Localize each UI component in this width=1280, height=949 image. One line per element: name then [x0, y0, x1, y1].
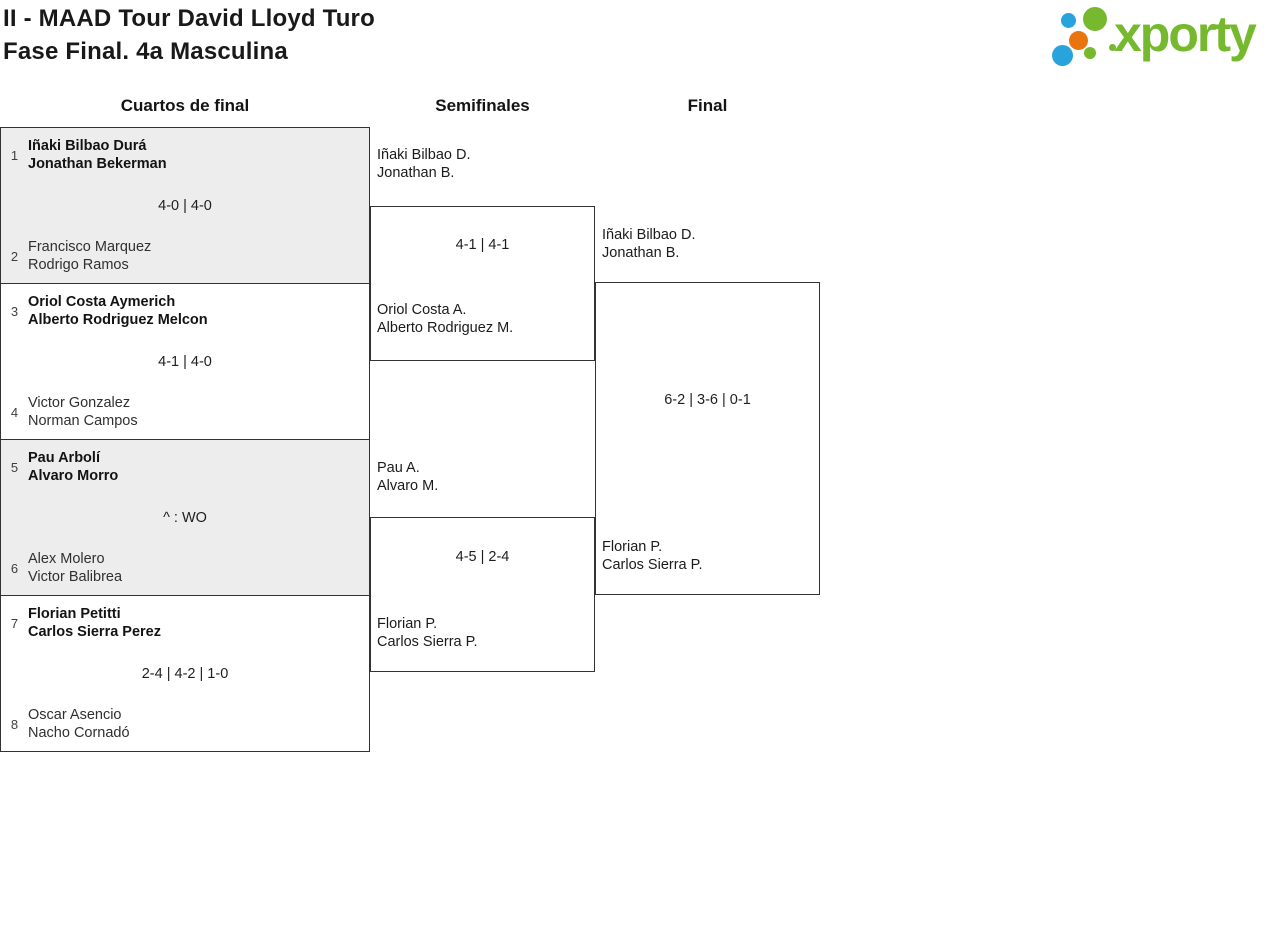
match-quarterfinal-2[interactable]: 3 Oriol Costa Aymerich Alberto Rodriguez…: [0, 283, 370, 440]
match-score: 6-2 | 3-6 | 0-1: [664, 392, 751, 408]
logo-dot-icon: [1083, 7, 1107, 31]
match-semifinal-1[interactable]: [370, 206, 595, 361]
player-name: Nacho Cornadó: [28, 725, 130, 741]
player-name: Carlos Sierra P.: [602, 557, 703, 573]
match-score: 4-0 | 4-0: [158, 197, 212, 214]
seed-number: 7: [10, 615, 19, 631]
team-row: 5 Pau Arbolí Alvaro Morro: [1, 449, 369, 485]
match-score: 4-5 | 2-4: [455, 549, 510, 565]
phase-category: Fase Final. 4a Masculina: [3, 38, 288, 65]
team-names: Florian Petitti Carlos Sierra Perez: [28, 605, 161, 641]
seed-number: 5: [10, 459, 19, 475]
team-names: Iñaki Bilbao Durá Jonathan Bekerman: [28, 137, 167, 173]
team-names: Alex Molero Victor Balibrea: [28, 550, 122, 586]
tournament-name: II - MAAD Tour David Lloyd Turo: [3, 5, 375, 32]
player-name: Alex Molero: [28, 551, 105, 567]
player-name: Rodrigo Ramos: [28, 257, 129, 273]
player-name: Oscar Asencio: [28, 707, 122, 723]
team-row: 7 Florian Petitti Carlos Sierra Perez: [1, 605, 369, 641]
player-name: Iñaki Bilbao Durá: [28, 138, 147, 154]
team-names: Oriol Costa A. Alberto Rodriguez M.: [377, 301, 513, 337]
player-name: Victor Balibrea: [28, 569, 123, 585]
round-header-final: Final: [687, 96, 728, 115]
team-names: Iñaki Bilbao D. Jonathan B.: [377, 146, 471, 182]
match-score: 4-1 | 4-1: [455, 237, 510, 253]
match-semifinal-2[interactable]: [370, 517, 595, 672]
xporty-logo[interactable]: xporty: [1048, 4, 1278, 68]
player-name: Alvaro Morro: [28, 468, 119, 484]
player-name: Alvaro M.: [377, 478, 439, 494]
team-row: 2 Francisco Marquez Rodrigo Ramos: [1, 238, 369, 274]
team-row: 6 Alex Molero Victor Balibrea: [1, 550, 369, 586]
player-name: Florian Petitti: [28, 606, 121, 622]
team-row: 4 Victor Gonzalez Norman Campos: [1, 394, 369, 430]
seed-number: 8: [10, 716, 19, 732]
team-row: 1 Iñaki Bilbao Durá Jonathan Bekerman: [1, 137, 369, 173]
player-name: Iñaki Bilbao D.: [602, 227, 696, 243]
player-name: Florian P.: [377, 616, 438, 632]
seed-number: 3: [10, 303, 19, 319]
logo-dot-icon: [1061, 13, 1076, 28]
match-quarterfinal-1[interactable]: 1 Iñaki Bilbao Durá Jonathan Bekerman 4-…: [0, 127, 370, 284]
player-name: Alberto Rodriguez Melcon: [28, 312, 208, 328]
player-name: Jonathan B.: [377, 165, 455, 181]
player-name: Oriol Costa Aymerich: [28, 294, 176, 310]
match-score: 4-1 | 4-0: [158, 353, 212, 370]
team-row: 3 Oriol Costa Aymerich Alberto Rodriguez…: [1, 293, 369, 329]
logo-wordmark: xporty: [1114, 6, 1257, 62]
team-names: Florian P. Carlos Sierra P.: [602, 538, 702, 574]
round-header-quarterfinals: Cuartos de final: [120, 96, 250, 115]
logo-dot-icon: [1084, 47, 1096, 59]
player-name: Victor Gonzalez: [28, 395, 131, 411]
match-quarterfinal-4[interactable]: 7 Florian Petitti Carlos Sierra Perez 2-…: [0, 595, 370, 752]
team-names: Oriol Costa Aymerich Alberto Rodriguez M…: [28, 293, 208, 329]
logo-dot-icon: [1109, 44, 1116, 51]
team-names: Oscar Asencio Nacho Cornadó: [28, 706, 130, 742]
seed-number: 4: [10, 404, 19, 420]
team-names: Victor Gonzalez Norman Campos: [28, 394, 138, 430]
team-names: Francisco Marquez Rodrigo Ramos: [28, 238, 151, 274]
player-name: Jonathan Bekerman: [28, 156, 167, 172]
player-name: Norman Campos: [28, 413, 138, 429]
logo-dot-icon: [1052, 45, 1073, 66]
player-name: Francisco Marquez: [28, 239, 152, 255]
match-quarterfinal-3[interactable]: 5 Pau Arbolí Alvaro Morro ^ : WO 6 Alex …: [0, 439, 370, 596]
page-title: II - MAAD Tour David Lloyd Turo Fase Fin…: [3, 2, 375, 68]
seed-number: 2: [10, 248, 19, 264]
team-names: Florian P. Carlos Sierra P.: [377, 615, 477, 651]
player-name: Pau Arbolí: [28, 450, 100, 466]
player-name: Carlos Sierra P.: [377, 634, 478, 650]
player-name: Florian P.: [602, 539, 663, 555]
player-name: Jonathan B.: [602, 245, 680, 261]
match-final[interactable]: [595, 282, 820, 595]
logo-dot-icon: [1069, 31, 1088, 50]
player-name: Oriol Costa A.: [377, 302, 467, 318]
player-name: Pau A.: [377, 460, 420, 476]
team-row: 8 Oscar Asencio Nacho Cornadó: [1, 706, 369, 742]
match-score: ^ : WO: [163, 509, 207, 526]
team-names: Pau Arbolí Alvaro Morro: [28, 449, 118, 485]
player-name: Iñaki Bilbao D.: [377, 147, 471, 163]
seed-number: 6: [10, 560, 19, 576]
match-score: 2-4 | 4-2 | 1-0: [141, 665, 229, 682]
round-header-semifinals: Semifinales: [435, 96, 530, 115]
player-name: Alberto Rodriguez M.: [377, 320, 514, 336]
team-names: Pau A. Alvaro M.: [377, 459, 438, 495]
seed-number: 1: [10, 147, 19, 163]
team-names: Iñaki Bilbao D. Jonathan B.: [602, 226, 696, 262]
player-name: Carlos Sierra Perez: [28, 624, 161, 640]
